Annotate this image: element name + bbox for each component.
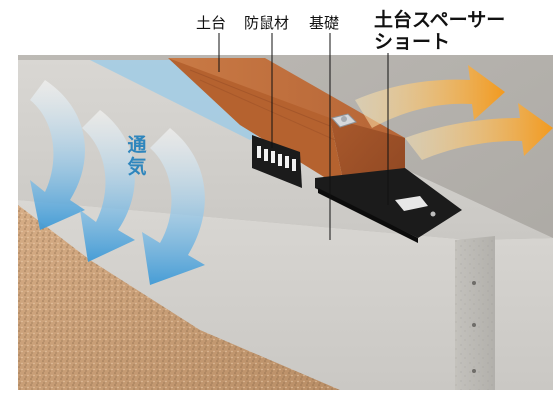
airflow-arrow-3 [142,128,205,285]
rodent-proof-vents [257,146,296,171]
gravel-texture [18,205,340,390]
airflow-arrow-1 [30,80,85,230]
anchor-dot [472,369,476,373]
airflow-out-arrows [355,65,553,160]
anchor-dot [472,323,476,327]
label-sill: 土台 [196,14,227,32]
sill-side [168,58,345,190]
airflow-in-arrows [30,80,205,285]
sill-spacer-edge [318,188,418,243]
foundation-texture [455,240,495,390]
airflow-arrow-2 [80,110,135,262]
blue-strip [90,60,265,140]
anchor-dot [472,281,476,285]
label-spacer-line2: ショート [374,31,451,53]
leader-lines [218,33,389,240]
label-spacer-line1: 土台スペーサー [374,9,506,31]
rodent-proof-material [252,135,302,188]
anchor-bolt [341,116,347,122]
airflow-out-arrow-2 [405,103,553,160]
label-ventilation: 通 気 [124,134,150,178]
ventilation-char: 気 [127,156,147,178]
sill-spacer-hole [395,196,428,211]
ventilation-char: 通 [127,134,147,156]
label-rodent-proof: 防鼠材 [244,14,290,32]
label-foundation: 基礎 [309,14,340,32]
spacer-screw [430,211,436,217]
airflow-out-arrow-1 [355,65,505,128]
